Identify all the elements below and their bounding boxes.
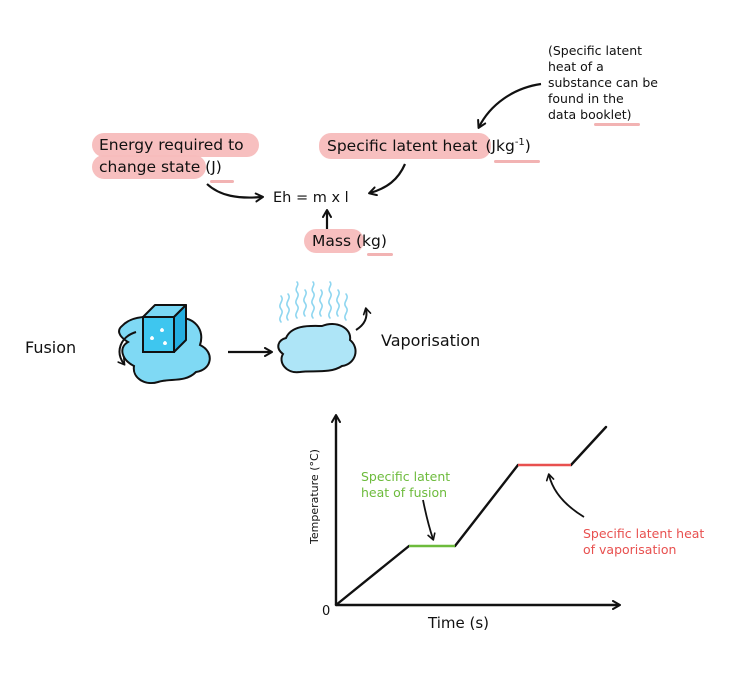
- energy-label-text: change state: [99, 158, 201, 176]
- mass-unit-underline: [367, 253, 393, 256]
- steam-icon: [279, 281, 348, 323]
- mass-unit: (kg): [355, 232, 387, 250]
- note-line-1: (Specific latent: [548, 43, 643, 58]
- mass-label-text: Mass: [312, 232, 352, 250]
- note-underline: [594, 123, 640, 126]
- heating-curve-line: [334, 425, 608, 607]
- water-puddle: [277, 322, 357, 374]
- arrow-energy-to-equation: [206, 183, 264, 203]
- x-axis-label: Time (s): [428, 614, 489, 632]
- vaporisation-annotation-line2: of vaporisation: [583, 542, 677, 557]
- origin-label: 0: [322, 604, 331, 619]
- mass-highlight: [304, 229, 364, 253]
- energy-unit: (J): [205, 158, 222, 176]
- arrow-latent-to-equation: [368, 163, 407, 197]
- vaporisation-annotation: Specific latent heat of vaporisation: [583, 526, 704, 558]
- ice-cube-icon: [142, 304, 187, 353]
- equation-formula: Eh = m x l: [273, 190, 349, 206]
- vaporisation-label: Vaporisation: [381, 331, 481, 350]
- fusion-curve-arrow: [117, 331, 137, 366]
- data-booklet-note: (Specific latent heat of a substance can…: [548, 43, 658, 123]
- energy-label-line2: change state (J): [99, 158, 222, 176]
- arrow-note-to-latent: [477, 82, 542, 129]
- latent-highlight: [319, 133, 491, 159]
- latent-unit-close: ): [524, 137, 531, 156]
- latent-label: Specific latent heat (Jkg-1): [327, 137, 531, 155]
- arrow-vaporisation-annotation: [545, 473, 585, 518]
- energy-highlight-2: [92, 155, 206, 179]
- energy-label-line1: Energy required to: [99, 136, 244, 154]
- energy-highlight-1: [92, 133, 259, 157]
- latent-unit: (Jkg-1): [485, 137, 530, 155]
- fusion-annotation-line1: Specific latent: [361, 469, 451, 484]
- fusion-label: Fusion: [25, 338, 77, 357]
- energy-unit-underline: [210, 180, 234, 183]
- latent-label-text: Specific latent heat: [327, 137, 478, 156]
- note-line-5: data booklet): [548, 107, 632, 122]
- arrow-fusion-annotation: [422, 499, 436, 541]
- note-line-3: substance can be: [548, 75, 658, 90]
- note-line-4: found in the: [548, 91, 624, 106]
- mass-label: Mass (kg): [312, 232, 387, 250]
- latent-unit-underline: [494, 160, 540, 163]
- fusion-annotation: Specific latent heat of fusion: [361, 469, 450, 501]
- note-line-2: heat of a: [548, 59, 604, 74]
- latent-unit-sup: -1: [514, 137, 525, 148]
- latent-unit-main: (Jkg: [485, 137, 515, 156]
- fusion-annotation-line2: heat of fusion: [361, 485, 448, 500]
- vaporisation-curve-arrow: [355, 307, 372, 331]
- vaporisation-annotation-line1: Specific latent heat: [583, 526, 705, 541]
